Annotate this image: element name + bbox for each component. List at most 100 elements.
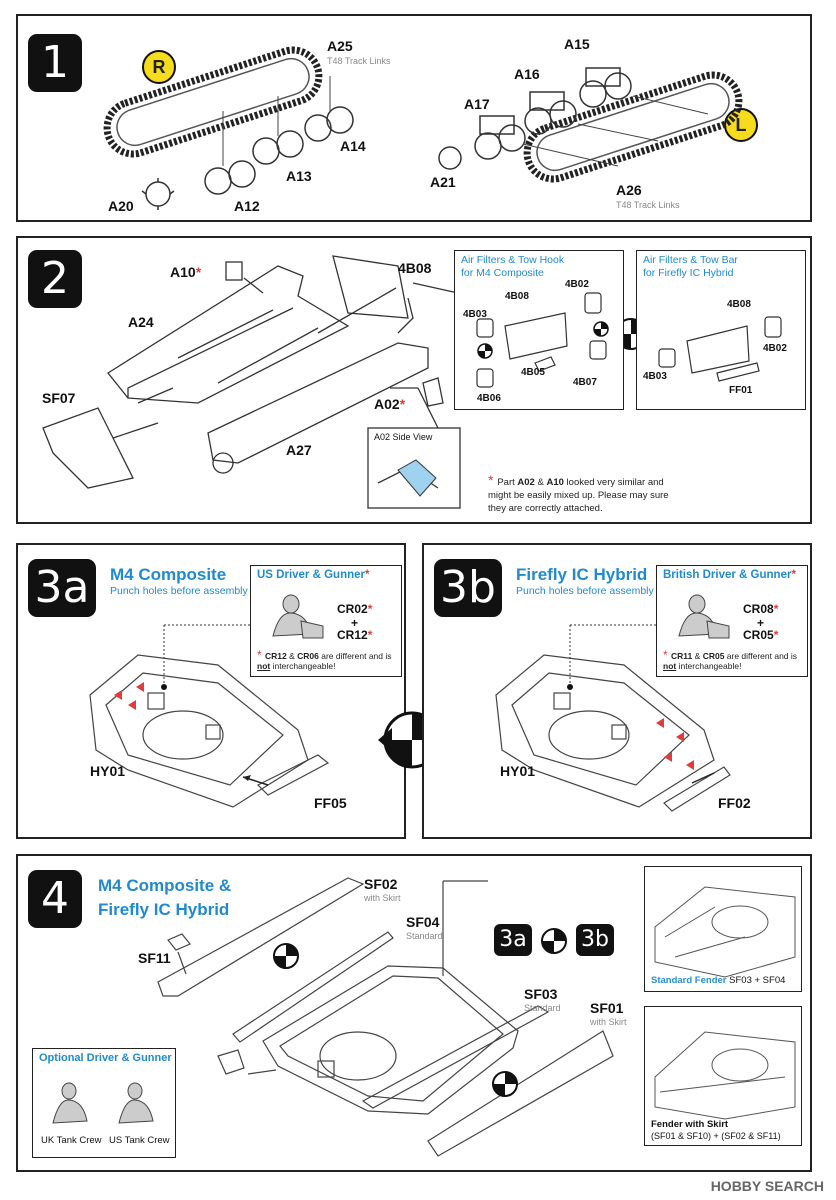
a02-a10-warning-note: * Part A02 & A10 looked very similar and… [488,472,669,514]
british-box-title: British Driver & Gunner* [663,569,796,581]
british-crew-figures [678,594,730,639]
step-3b-number: 3b [434,559,502,617]
step-4-drawing [157,877,614,1157]
part-hy01-3b: HY01 [500,763,536,779]
step-3a-number: 3a [28,559,96,617]
box-a-4b02: 4B02 [565,279,589,290]
step-3a-title: M4 Composite [110,565,227,584]
step-4-title-line1: M4 Composite & [98,876,232,895]
step-3a-panel: 3a M4 Composite Punch holes before assem… [16,543,406,839]
box-b-4b02: 4B02 [763,343,787,354]
hobby-search-watermark: HOBBY SEARCH [710,1178,824,1194]
crosshair-icon [541,928,567,954]
standard-fender-caption: Standard Fender SF03 + SF04 [651,975,786,986]
step-3b-title: Firefly IC Hybrid [516,565,648,584]
part-sf04: SF04 [406,914,440,930]
us-plus: + [351,616,359,630]
part-sf03-sub: Standard [524,1003,561,1013]
part-a12: A12 [234,198,260,214]
a02-side-view-label: A02 Side View [374,432,433,442]
m4-box-drawing [476,292,609,388]
box-b-4b08: 4B08 [727,299,751,310]
part-ff05: FF05 [314,795,347,811]
part-a27: A27 [286,442,312,458]
british-plus: + [757,616,765,630]
part-sf02: SF02 [364,876,398,892]
part-sf04-sub: Standard [406,931,443,941]
standard-fender-drawing [654,886,796,978]
part-a26: A26 [616,182,642,198]
british-driver-gunner-box: British Driver & Gunner* CR08* + CR05* *… [656,565,808,677]
step-4-panel: 4 M4 Composite & Firefly IC Hybrid [16,854,812,1172]
step-3a-subtitle: Punch holes before assembly [110,585,248,597]
ref-step-3b: 3b [576,924,614,956]
part-a25: A25 [327,38,353,54]
firefly-filters-box: Air Filters & Tow Bar for Firefly IC Hyb… [636,250,806,410]
british-crew-warning: * CR11 & CR05 are different and is not i… [663,648,798,671]
step-3b-hull-drawing [495,624,731,812]
us-crew-warning: * CR12 & CR06 are different and is not i… [257,648,392,671]
part-a17: A17 [464,96,490,112]
box-a-4b07: 4B07 [573,377,597,388]
us-cr-b: CR12* [337,628,373,642]
part-a21: A21 [430,174,456,190]
us-crew-label: US Tank Crew [109,1135,170,1146]
us-driver-gunner-box: US Driver & Gunner* CR02* + CR12* * CR12… [250,565,402,677]
part-a10: A10* [170,264,202,280]
box-a-4b08: 4B08 [505,291,529,302]
part-a15: A15 [564,36,590,52]
standard-fender-box: Standard Fender SF03 + SF04 [644,866,802,992]
m4-box-title: Air Filters & Tow Hook for M4 Composite [461,254,565,279]
box-a-4b05: 4B05 [521,367,545,378]
step-3b-subtitle: Punch holes before assembly [516,585,654,597]
part-hy01-3a: HY01 [90,763,126,779]
part-ff02: FF02 [718,795,751,811]
part-a24: A24 [128,314,154,330]
firefly-box-title: Air Filters & Tow Bar for Firefly IC Hyb… [643,254,738,279]
box-a-4b06: 4B06 [477,393,501,404]
part-4b08: 4B08 [398,260,432,276]
step-1-number: 1 [28,34,82,92]
step-3b-panel: 3b Firefly IC Hybrid Punch holes before … [422,543,812,839]
skirt-fender-box: Fender with Skirt (SF01 & SF10) + (SF02 … [644,1006,802,1146]
step-3a-hull-drawing [89,624,330,808]
part-a16: A16 [514,66,540,82]
skirt-fender-parts: (SF01 & SF10) + (SF02 & SF11) [651,1131,781,1141]
part-sf01: SF01 [590,1000,624,1016]
step-1-drawing [103,46,743,210]
part-a25-sub: T48 Track Links [327,56,391,66]
us-cr-a: CR02* [337,602,373,616]
us-crew-figures [272,594,324,639]
optional-crew-figures [52,1082,154,1124]
step-4-title-line2: Firefly IC Hybrid [98,900,230,919]
crosshair-icon [492,1071,518,1097]
ref-step-3a: 3a [494,924,532,956]
crosshair-icon [273,943,299,969]
box-b-ff01: FF01 [729,385,753,396]
skirt-fender-title: Fender with Skirt [651,1119,729,1130]
part-sf01-sub: with Skirt [590,1017,627,1027]
box-b-4b03: 4B03 [643,371,667,382]
part-a14: A14 [340,138,366,154]
box-a-4b03: 4B03 [463,309,487,320]
skirt-fender-drawing [654,1031,796,1120]
part-sf11: SF11 [138,950,171,966]
optional-crew-box: Optional Driver & Gunner UK Tank Crew US… [32,1048,176,1158]
us-box-title: US Driver & Gunner* [257,569,370,581]
part-sf07: SF07 [42,390,76,406]
m4-composite-filters-box: Air Filters & Tow Hook for M4 Composite … [454,250,624,410]
british-cr-b: CR05* [743,628,779,642]
step-2-number: 2 [28,250,82,308]
part-a13: A13 [286,168,312,184]
step-4-number: 4 [28,870,82,928]
part-sf03: SF03 [524,986,558,1002]
crosshair-icon [477,343,493,359]
part-sf02-sub: with Skirt [364,893,401,903]
right-side-badge: R [142,50,176,84]
firefly-box-drawing [658,316,782,382]
optional-crew-title: Optional Driver & Gunner [39,1052,172,1064]
uk-crew-label: UK Tank Crew [41,1135,102,1146]
part-a02: A02* [374,396,406,412]
part-a26-sub: T48 Track Links [616,200,680,210]
step-2-panel: 2 [16,236,812,524]
